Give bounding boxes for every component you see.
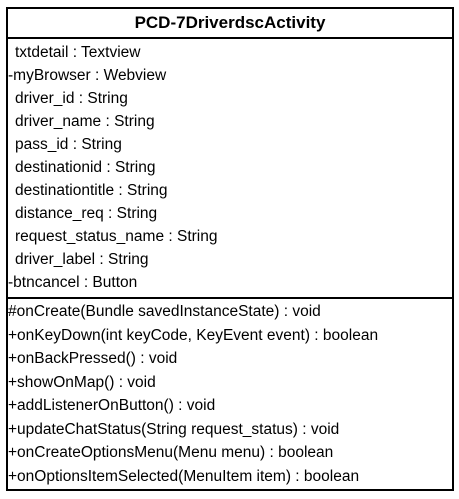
method-row: +onBackPressed() : void — [8, 350, 178, 367]
attribute-row: driver_name : String — [15, 113, 155, 130]
attribute-row: destinationid : String — [15, 159, 156, 176]
attribute-row: -btncancel : Button — [8, 274, 138, 291]
attribute-row: driver_id : String — [15, 90, 128, 107]
attribute-row: distance_req : String — [15, 205, 158, 222]
attribute-row: request_status_name : String — [15, 228, 218, 245]
class-name: PCD-7DriverdscActivity — [8, 9, 452, 39]
method-row: +showOnMap() : void — [8, 373, 156, 391]
method-row: +addListenerOnButton() : void — [8, 397, 216, 414]
method-row: #onCreate(Bundle savedInstanceState) : v… — [8, 303, 321, 320]
attributes-compartment: txtdetail : Textview -myBrowser : Webvie… — [8, 39, 452, 299]
uml-class-box: PCD-7DriverdscActivity txtdetail : Textv… — [6, 7, 454, 491]
attribute-row: txtdetail : Textview — [15, 44, 141, 61]
method-row: +onKeyDown(int keyCode, KeyEvent event) … — [8, 326, 379, 344]
attribute-row: driver_label : String — [15, 251, 149, 268]
attribute-row: pass_id : String — [15, 136, 122, 153]
method-row: +onCreateOptionsMenu(Menu menu) : boolea… — [8, 444, 334, 461]
method-row: +updateChatStatus(String request_status)… — [8, 420, 340, 438]
attribute-row: destinationtitle : String — [15, 182, 168, 199]
methods-compartment: #onCreate(Bundle savedInstanceState) : v… — [8, 299, 452, 488]
method-row: +onOptionsItemSelected(MenuItem item) : … — [8, 467, 360, 485]
attribute-row: -myBrowser : Webview — [8, 67, 167, 84]
